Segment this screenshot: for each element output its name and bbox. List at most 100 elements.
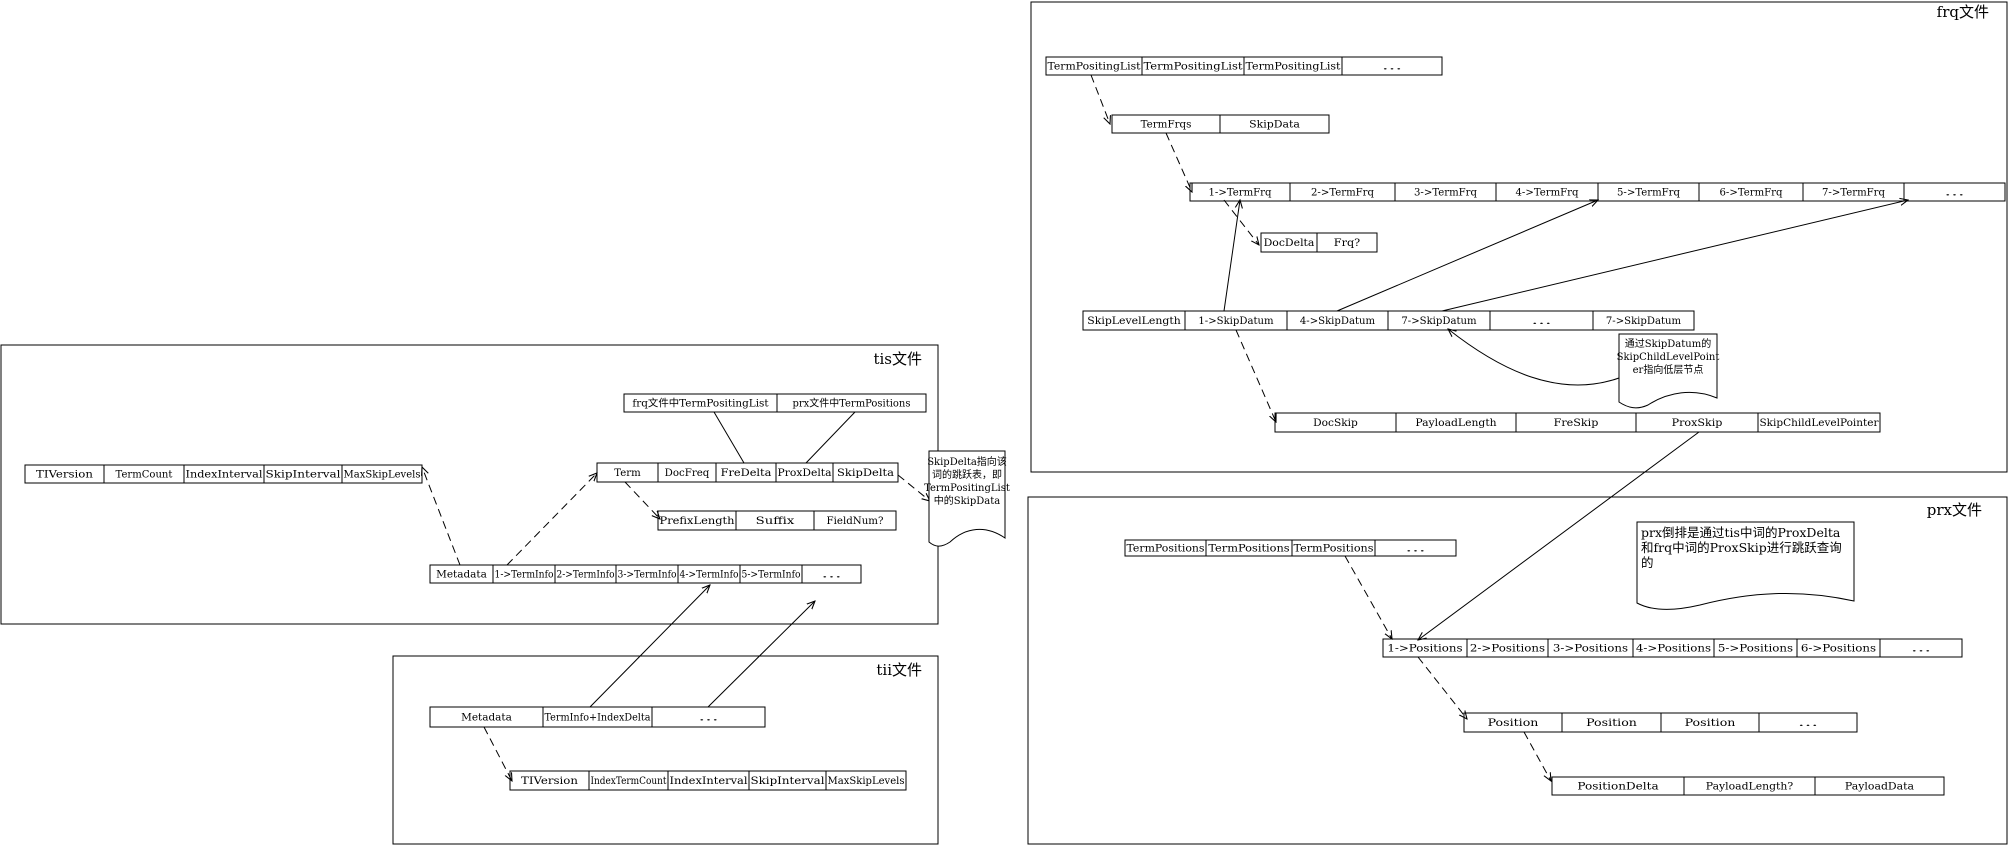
record-cell-label: TermPositions — [1294, 544, 1374, 555]
prx-panel-title: prx文件 — [1927, 501, 1982, 519]
record-cell: 1->Positions — [1382, 638, 1468, 658]
record-cell-label: SkipLevelLength — [1087, 316, 1181, 327]
record-cell: SkipInterval — [748, 770, 827, 791]
record-cell-label: ... — [1531, 316, 1551, 327]
arrow-positinglist-to-termfrqs — [1090, 74, 1110, 124]
record-cell-label: ... — [1798, 718, 1818, 729]
record-cell: 5->TermFrq — [1597, 182, 1700, 202]
record-cell: IndexInterval — [183, 464, 265, 484]
tii-panel-title: tii文件 — [876, 661, 922, 679]
arrow-position-to-positiondelta — [1523, 731, 1551, 781]
record-cell: ... — [1758, 712, 1858, 733]
record-cell: SkipInterval — [263, 464, 343, 484]
arrow-skipdatum4-to-termfrq4 — [1336, 200, 1598, 312]
record-cell-label: Metadata — [436, 570, 487, 581]
record-cell-label: 4->TermInfo — [680, 570, 739, 581]
record-cell-label: Metadata — [461, 713, 512, 724]
record-cell: TermPositions — [1124, 539, 1207, 557]
record-cell: 4->TermInfo — [677, 564, 741, 584]
record-cell-box — [1374, 539, 1457, 557]
record-cell-label: 7->SkipDatum — [1606, 316, 1682, 327]
record-cell: TermPositions — [1291, 539, 1376, 557]
frq-panel-title: frq文件 — [1937, 3, 1989, 21]
connectors — [422, 74, 1908, 781]
arrow-childpointer-to-skipdatum — [1448, 329, 1623, 386]
record-cell-box — [1757, 412, 1881, 433]
record-cell-label: 7->SkipDatum — [1401, 316, 1477, 327]
record-cell-box — [1316, 232, 1378, 253]
record-cell: Term — [596, 462, 659, 483]
record-cell-label: IndexInterval — [186, 470, 263, 481]
record-cell-label: Suffix — [756, 516, 795, 527]
record-cell: SkipData — [1219, 114, 1330, 134]
record-cell-label: TermPositingList — [1246, 62, 1341, 73]
arrow-metadata-to-tis-header — [422, 467, 461, 566]
record-cell-label: 1->Positions — [1387, 644, 1462, 655]
record-cell: PrefixLength — [657, 510, 737, 531]
record-cell-box — [1879, 638, 1963, 658]
record-cell: 6->TermFrq — [1698, 182, 1804, 202]
record-cell-label: ProxDelta — [778, 468, 832, 479]
record-cell-label: Position — [1488, 718, 1539, 729]
arrow-skipdatum-to-skipfields — [1235, 329, 1276, 422]
note-skipdelta: SkipDelta指向该 词的跳跃表，即 TermPositingList 中的… — [924, 450, 1010, 547]
record-cell-box — [1592, 310, 1695, 331]
note-skipdatum: 通过SkipDatum的 SkipChildLevelPoint er指向低层节… — [1617, 333, 1719, 409]
record-cell-label: PrefixLength — [660, 516, 736, 527]
record-cell: TermPositingList — [1141, 56, 1245, 76]
record-cell-label: ... — [821, 570, 841, 581]
record-cell: ... — [1903, 182, 2006, 202]
record-cell-label: ... — [698, 713, 718, 724]
record-cell-label: SkipDelta — [837, 468, 894, 479]
record-cell-label: ... — [1405, 544, 1425, 555]
record-cell: TermPositingList — [1045, 56, 1143, 76]
record-cell: DocDelta — [1260, 232, 1318, 253]
record-cell: FieldNum? — [813, 510, 897, 531]
record-cell-label: IndexTermCount — [591, 776, 667, 787]
record-cell: ... — [801, 564, 862, 584]
record-cell: 1->TermInfo — [492, 564, 556, 584]
record-cell: Suffix — [735, 510, 815, 531]
record-cell: IndexInterval — [667, 770, 750, 791]
record-cell: ... — [1489, 310, 1594, 331]
record-cell-label: 4->Positions — [1636, 644, 1711, 655]
record-cell-label: DocFreq — [665, 468, 710, 479]
arrow-positions-to-position — [1417, 656, 1467, 719]
arrow-tii-more-to-terminfo5 — [707, 601, 815, 708]
note-skipdelta-line-4: 中的SkipData — [934, 494, 1001, 507]
record-cell-label: TIVersion — [521, 776, 579, 787]
record-cell-label: SkipInterval — [266, 470, 341, 481]
record-cell: 2->TermInfo — [554, 564, 617, 584]
record-cell: SkipLevelLength — [1082, 310, 1186, 331]
note-skipdelta-line-2: 词的跳跃表，即 — [932, 468, 1002, 481]
record-cell-label: MaxSkipLevels — [828, 776, 905, 787]
record-cell-label: 5->Positions — [1718, 644, 1793, 655]
record-cell-label: MaxSkipLevels — [344, 470, 421, 481]
record-cell: 7->SkipDatum — [1592, 310, 1695, 331]
record-cell: Metadata — [429, 564, 494, 584]
record-cell-label: TIVersion — [36, 470, 94, 481]
record-cell: prx文件中TermPositions — [776, 393, 927, 413]
record-cell: 7->SkipDatum — [1387, 310, 1491, 331]
record-cell: TIVersion — [509, 770, 590, 791]
record-cell: 1->SkipDatum — [1184, 310, 1288, 331]
record-cell-label: ... — [1382, 62, 1402, 73]
arrow-termfrqs-to-termfrq — [1165, 132, 1192, 192]
record-cell: Metadata — [429, 706, 544, 728]
record-cell: Position — [1463, 712, 1563, 733]
record-cell-label: 1->TermInfo — [495, 570, 554, 581]
record-cell: 3->TermFrq — [1394, 182, 1497, 202]
record-cell-label: frq文件中TermPositingList — [632, 397, 768, 410]
record-cell-label: ... — [1911, 644, 1931, 655]
arrow-termfrq-to-docdelta — [1223, 199, 1259, 245]
arrow-terminfo-to-term — [506, 473, 597, 566]
record-cell-label: 3->TermFrq — [1414, 188, 1478, 199]
